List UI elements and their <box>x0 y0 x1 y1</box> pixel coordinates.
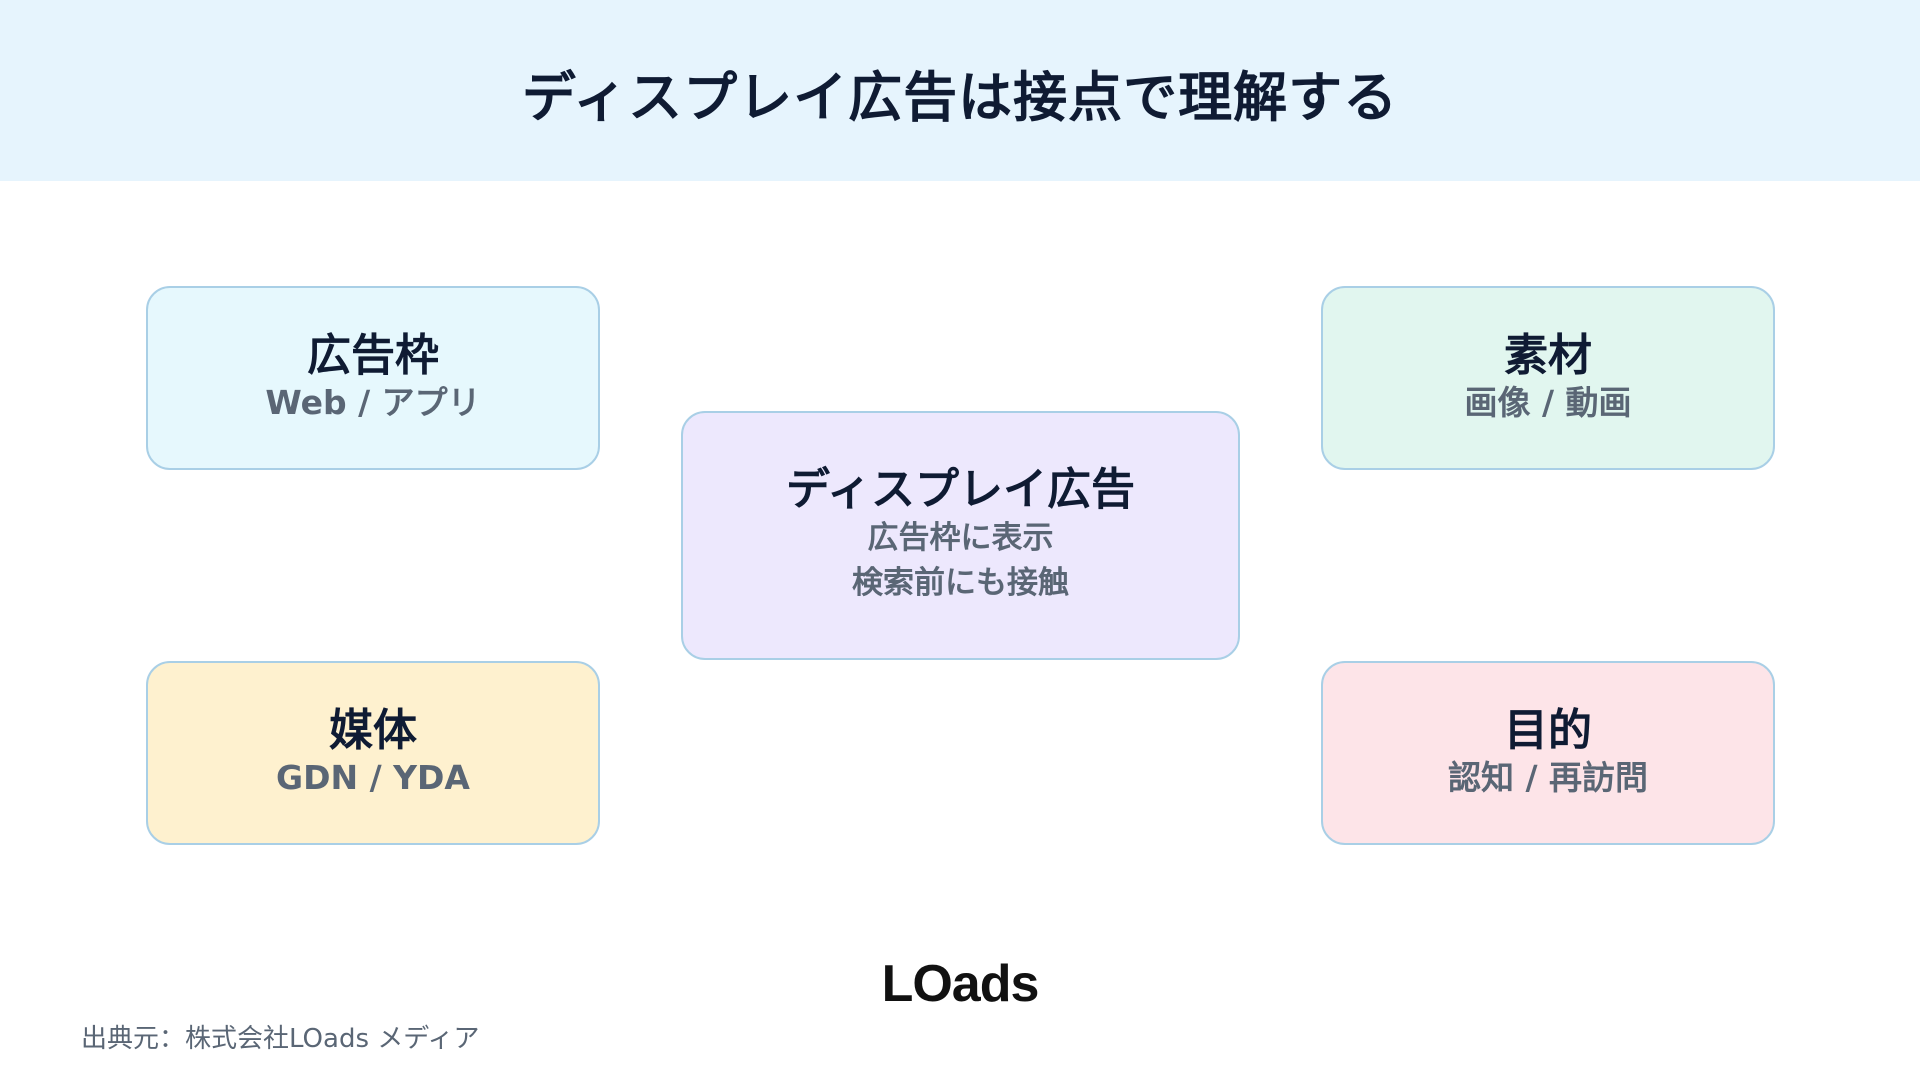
card-media-title: 媒体 <box>329 705 417 757</box>
card-ad-slot-title: 広告枠 <box>307 330 439 382</box>
header-banner: ディスプレイ広告は接点で理解する <box>0 0 1920 181</box>
source-credit: 出典元：株式会社LOads メディア <box>81 1024 480 1054</box>
card-media: 媒体 GDN / YDA <box>146 661 600 845</box>
card-creative-title: 素材 <box>1504 330 1592 382</box>
card-ad-slot: 広告枠 Web / アプリ <box>146 286 600 470</box>
card-creative: 素材 画像 / 動画 <box>1321 286 1775 470</box>
card-purpose: 目的 認知 / 再訪問 <box>1321 661 1775 845</box>
page-title: ディスプレイ広告は接点で理解する <box>521 66 1399 129</box>
center-card-line-2: 検索前にも接触 <box>852 564 1069 601</box>
card-display-ad-center: ディスプレイ広告 広告枠に表示 検索前にも接触 <box>681 411 1240 660</box>
card-purpose-title: 目的 <box>1504 705 1592 757</box>
card-ad-slot-subtitle: Web / アプリ <box>265 382 481 422</box>
card-creative-subtitle: 画像 / 動画 <box>1464 382 1632 422</box>
center-card-title: ディスプレイ広告 <box>786 464 1135 516</box>
card-media-subtitle: GDN / YDA <box>276 757 470 797</box>
card-purpose-subtitle: 認知 / 再訪問 <box>1447 757 1649 797</box>
center-card-line-1: 広告枠に表示 <box>867 519 1054 556</box>
loads-logo: LOads <box>881 955 1040 1013</box>
